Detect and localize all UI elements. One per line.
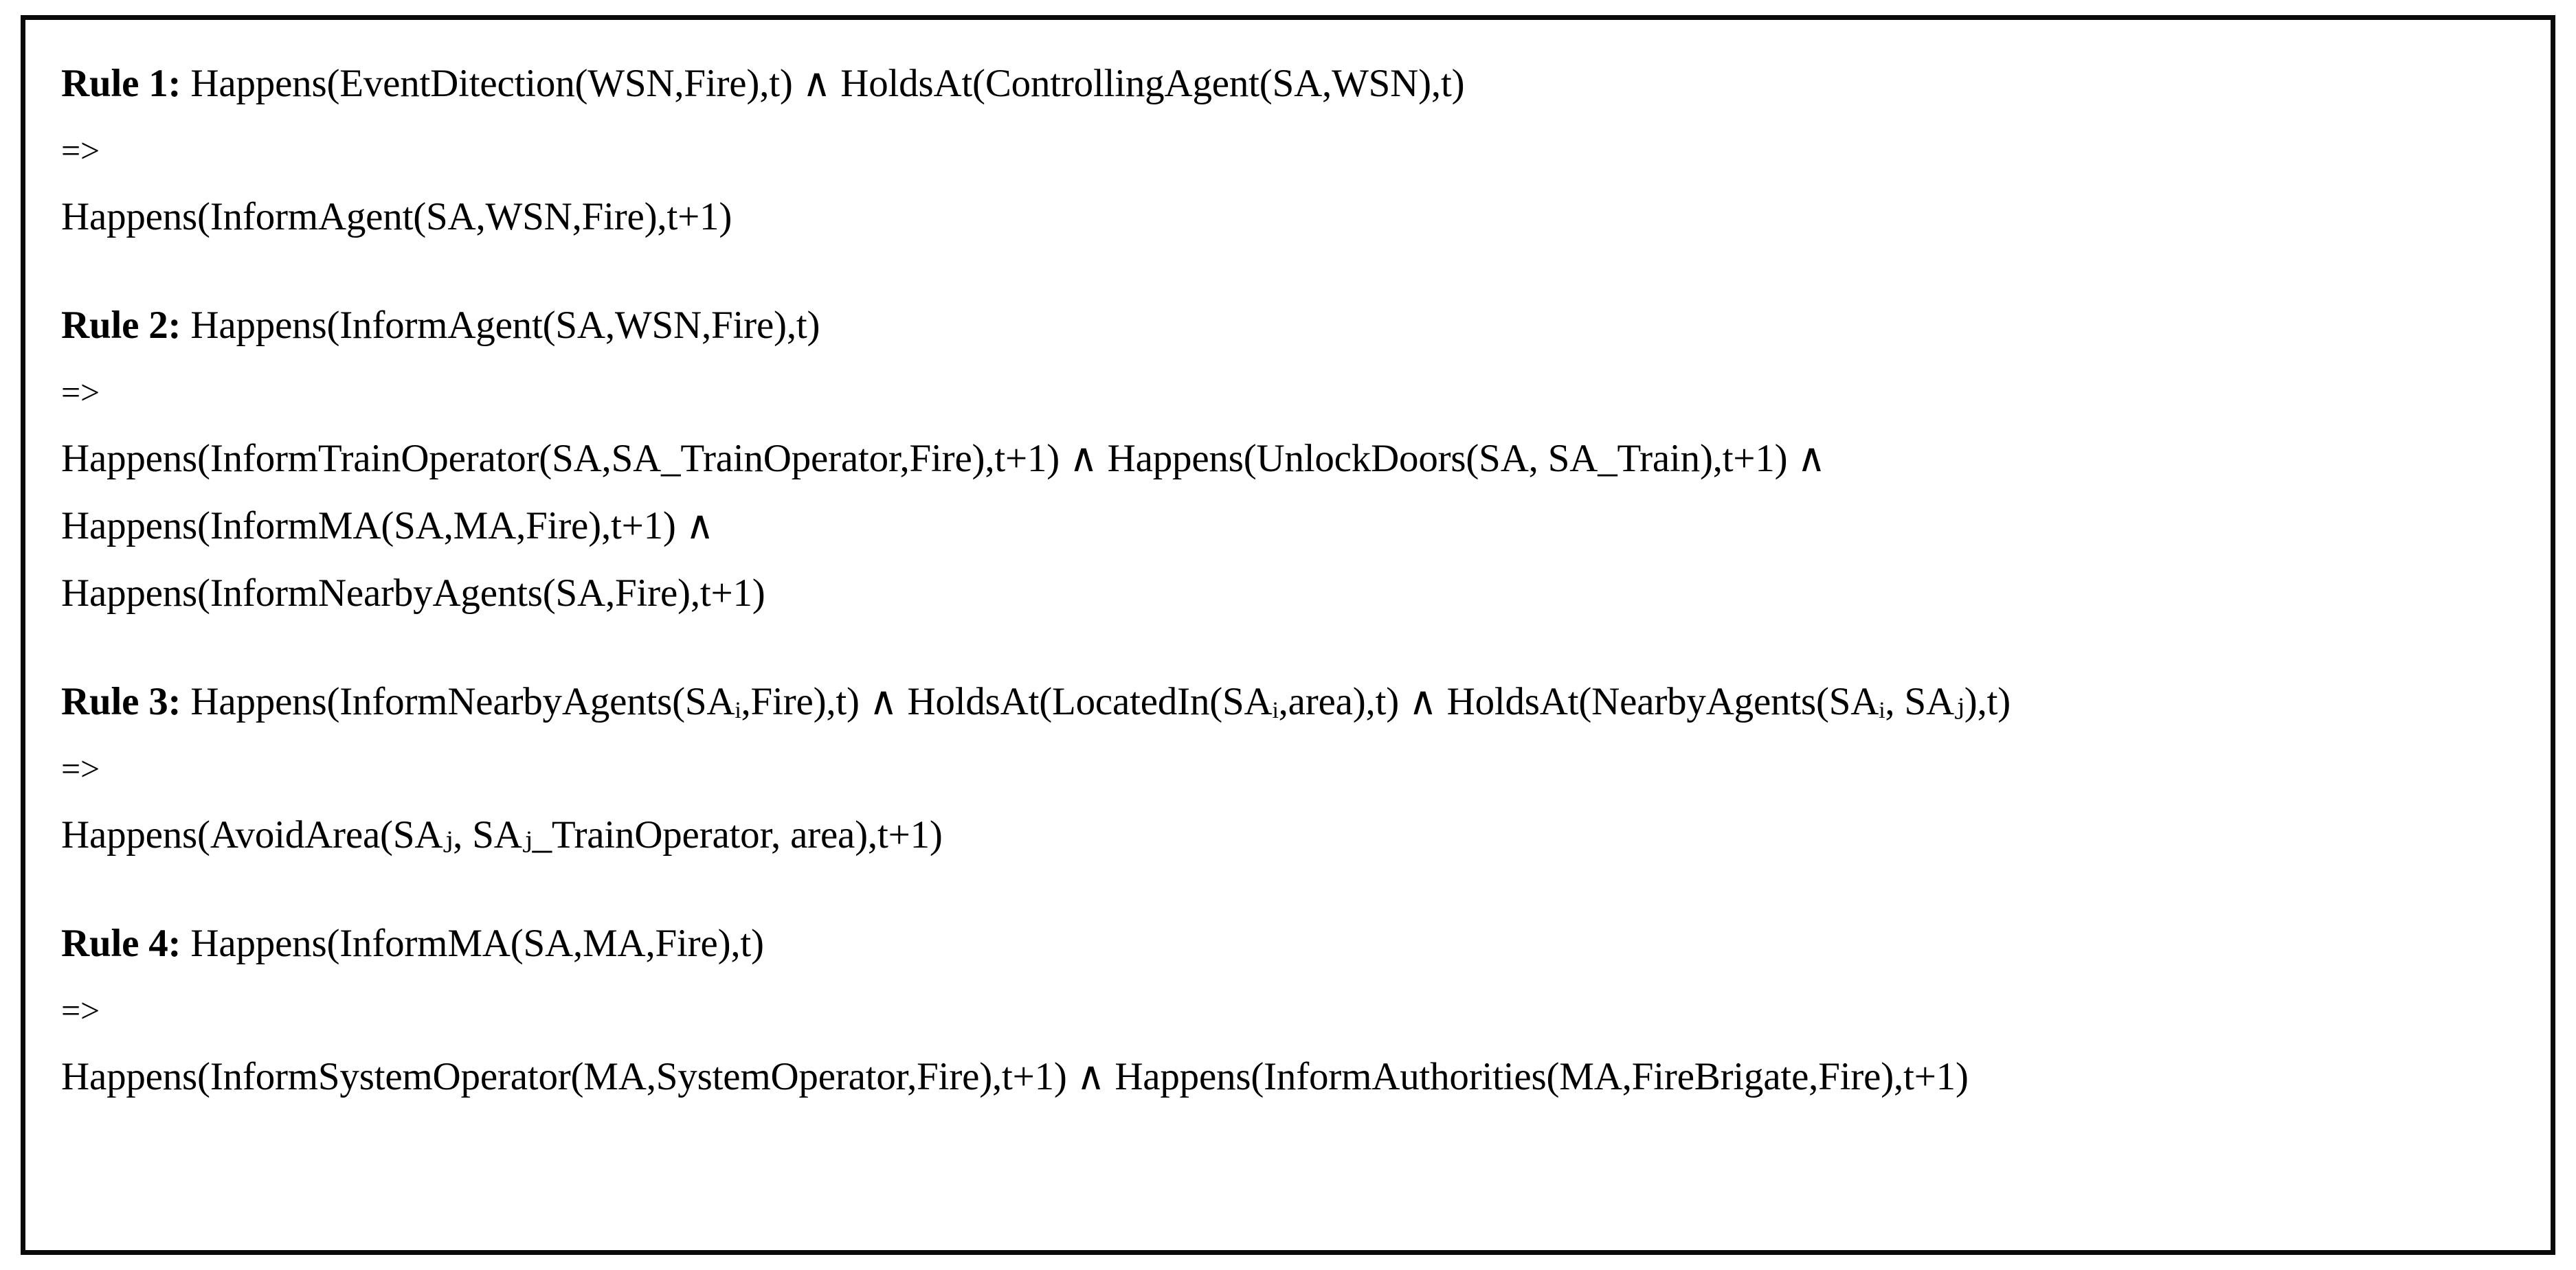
rule-1-implication-arrow: => [61, 131, 100, 170]
rule-2-consequent-line-1: Happens(InformTrainOperator(SA,SA_TrainO… [61, 437, 1826, 480]
rule-block-4: Rule 4: Happens(InformMA(SA,MA,Fire),t) … [61, 910, 2515, 1111]
rules-container: Rule 1: Happens(EventDitection(WSN,Fire)… [21, 15, 2555, 1255]
rule-2-label: Rule 2: [61, 304, 181, 347]
rule-2-antecedent-line-1: Rule 2: Happens(InformAgent(SA,WSN,Fire)… [61, 292, 2515, 359]
rule-block-1: Rule 1: Happens(EventDitection(WSN,Fire)… [61, 50, 2515, 251]
rule-3-consequent-line-1: Happens(AvoidArea(SAⱼ, SAⱼ_TrainOperator… [61, 813, 943, 857]
rule-4-antecedent-text: Happens(InformMA(SA,MA,Fire),t) [190, 922, 764, 965]
rule-1-antecedent-line-1: Rule 1: Happens(EventDitection(WSN,Fire)… [61, 50, 2515, 117]
rule-3-label: Rule 3: [61, 680, 181, 723]
rule-4-implication-arrow: => [61, 991, 100, 1030]
rule-block-3: Rule 3: Happens(InformNearbyAgents(SAᵢ,F… [61, 668, 2515, 869]
rule-1-consequent-line-1: Happens(InformAgent(SA,WSN,Fire),t+1) [61, 195, 732, 238]
rule-2-consequent-line-3: Happens(InformNearbyAgents(SA,Fire),t+1) [61, 571, 765, 615]
rule-3-implication-arrow: => [61, 749, 100, 788]
rule-1-label: Rule 1: [61, 62, 181, 105]
rule-3-antecedent-line-1: Rule 3: Happens(InformNearbyAgents(SAᵢ,F… [61, 668, 2515, 736]
rule-2-implication-arrow: => [61, 373, 100, 411]
rule-3-antecedent-text: Happens(InformNearbyAgents(SAᵢ,Fire),t) … [190, 680, 2011, 723]
rule-4-consequent-line-1: Happens(InformSystemOperator(MA,SystemOp… [61, 1055, 1969, 1098]
rule-2-antecedent-text: Happens(InformAgent(SA,WSN,Fire),t) [190, 304, 820, 347]
rule-4-antecedent-line-1: Rule 4: Happens(InformMA(SA,MA,Fire),t) [61, 910, 2515, 977]
rule-4-label: Rule 4: [61, 922, 181, 965]
rule-block-2: Rule 2: Happens(InformAgent(SA,WSN,Fire)… [61, 292, 2515, 627]
rule-1-antecedent-text: Happens(EventDitection(WSN,Fire),t) ∧ Ho… [190, 62, 1465, 105]
rule-2-consequent-line-2: Happens(InformMA(SA,MA,Fire),t+1) ∧ [61, 504, 715, 547]
